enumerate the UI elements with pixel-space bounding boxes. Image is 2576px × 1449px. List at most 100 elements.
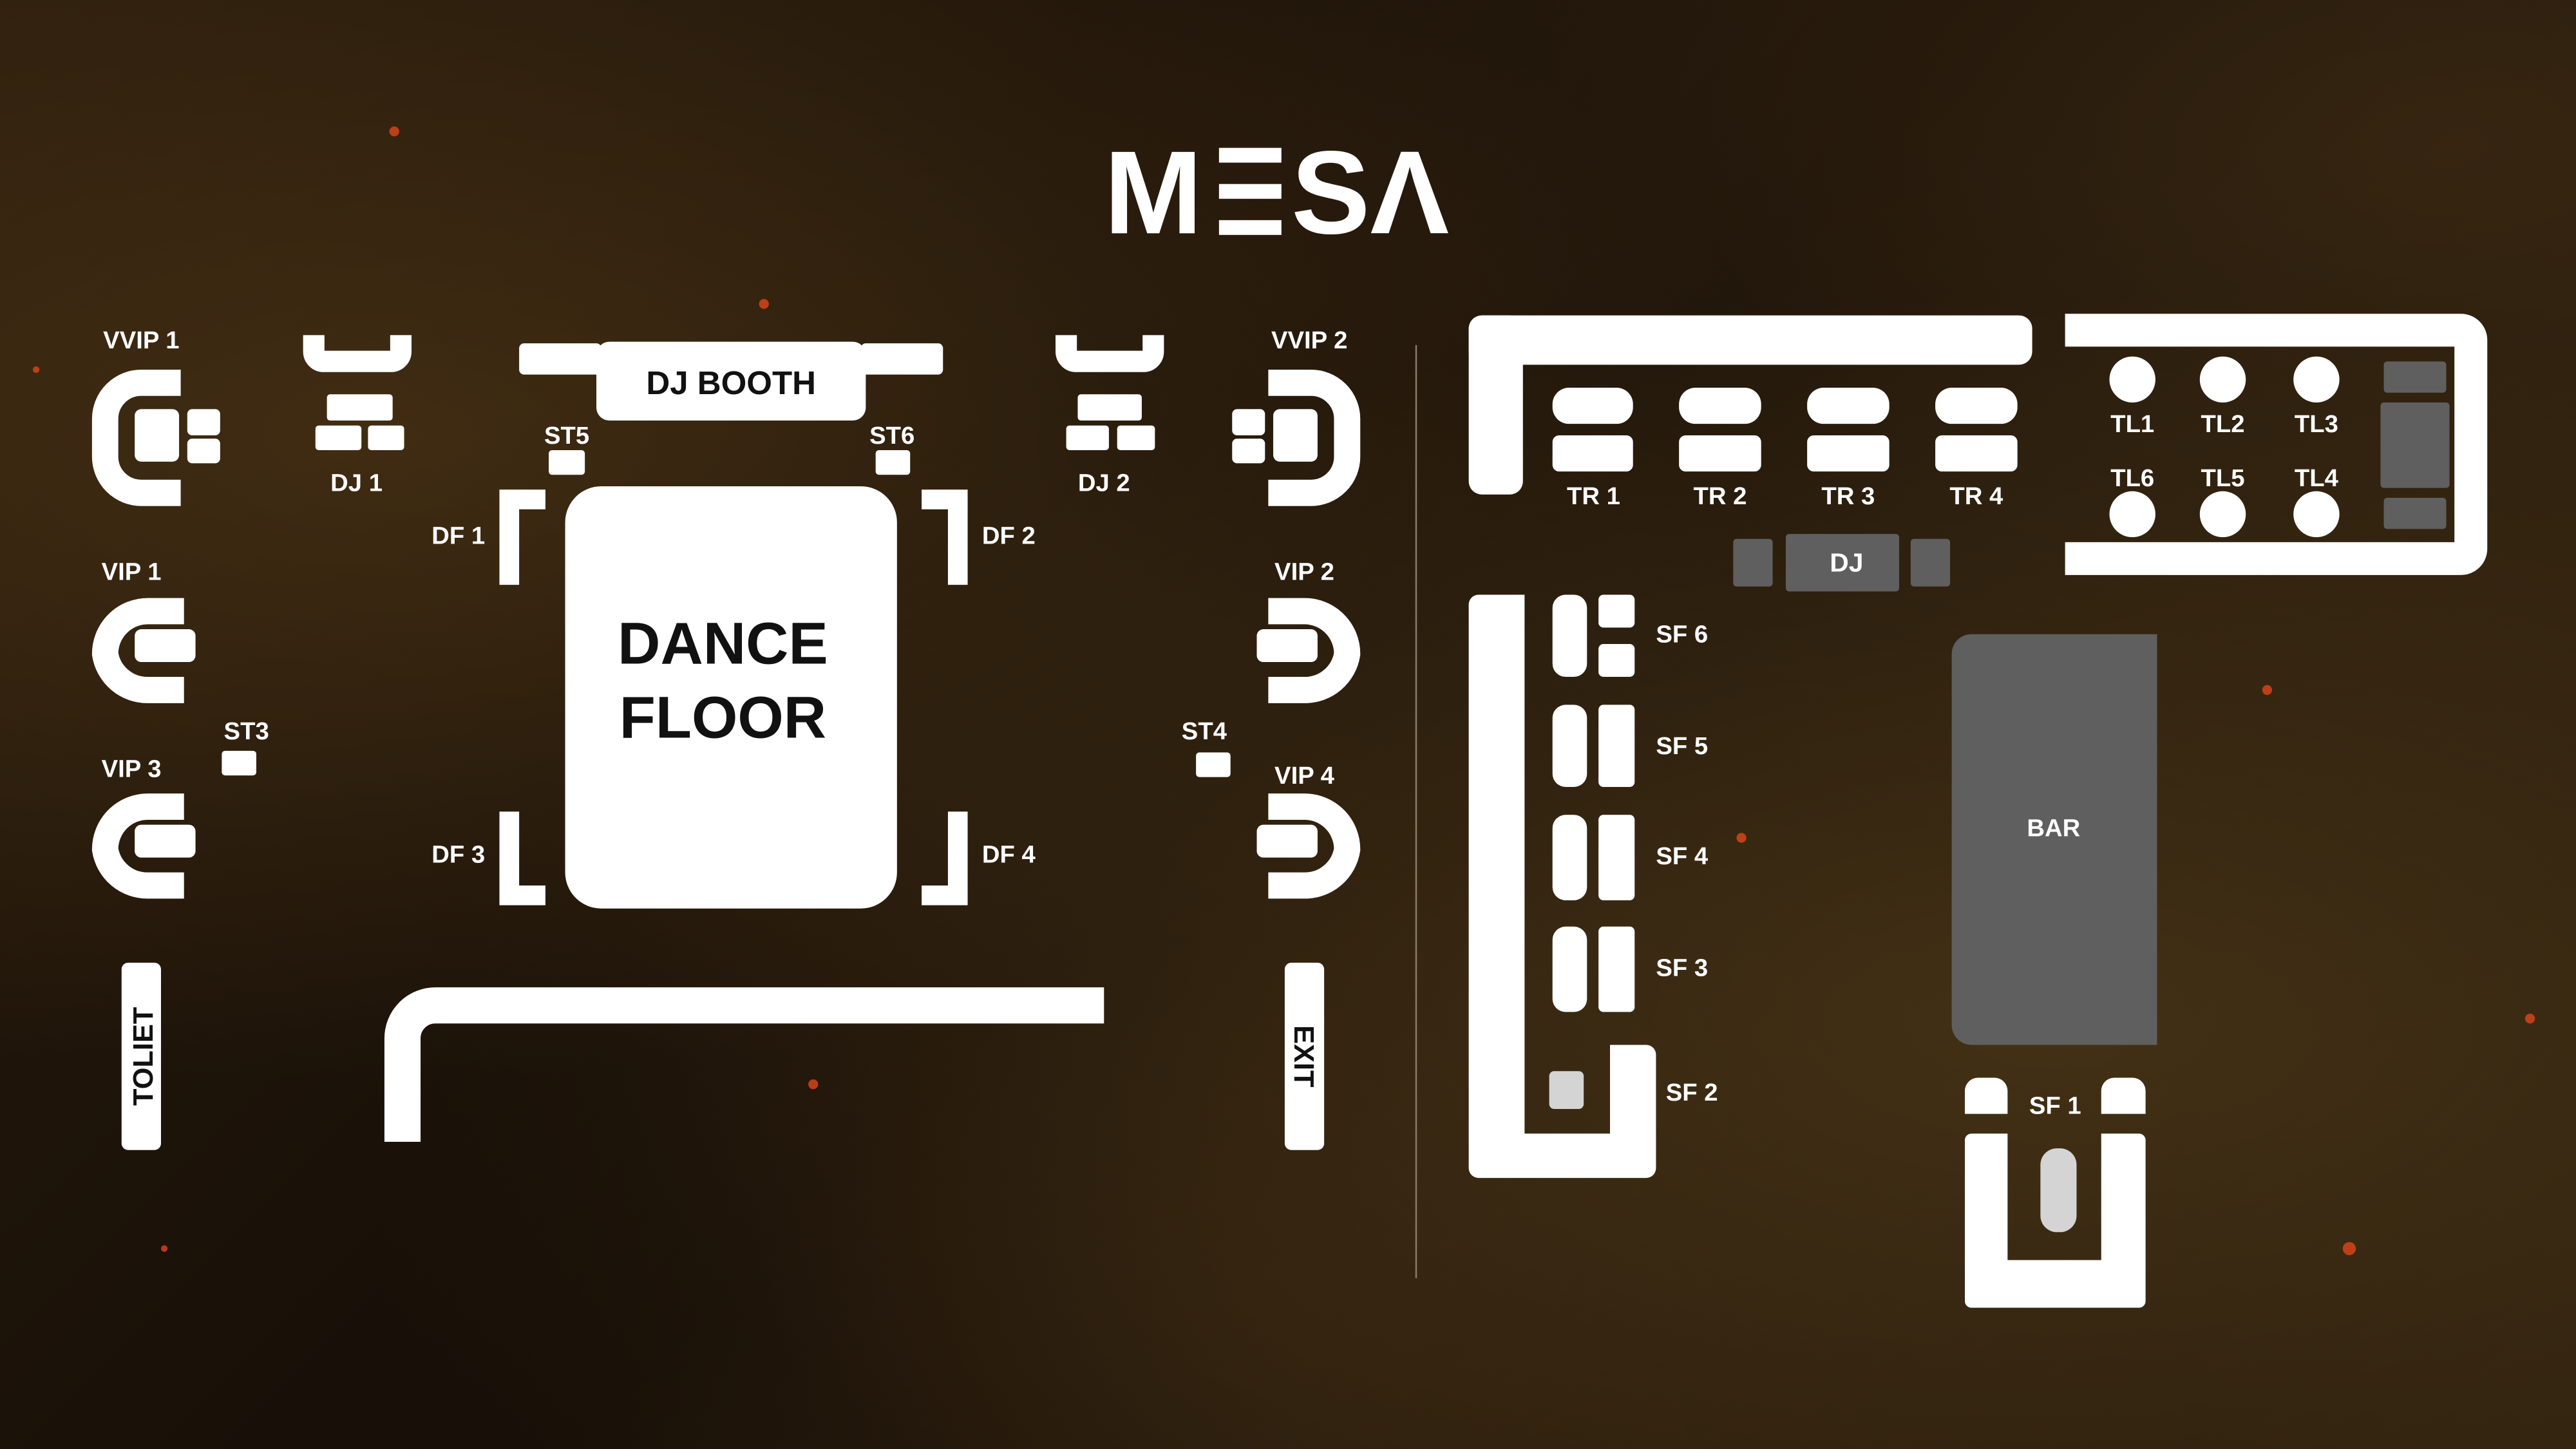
sf-6-block[interactable] <box>1598 644 1635 677</box>
sf-1-post <box>1965 1077 2008 1114</box>
df-1-bench[interactable] <box>499 489 545 585</box>
dance-floor[interactable]: DANCE FLOOR <box>565 486 897 909</box>
tr-2-label: TR 2 <box>1693 482 1747 510</box>
vvip-1-sofa[interactable] <box>91 369 181 506</box>
tr-tables[interactable]: TR 1 TR 2 TR 3 TR 4 <box>1552 388 2018 510</box>
sf-6-block[interactable] <box>1598 594 1635 628</box>
dj-1-block[interactable] <box>315 425 362 450</box>
vvip-2-section[interactable]: VVIP 2 <box>1232 327 1361 506</box>
dj-2-section[interactable]: DJ 2 <box>1056 335 1164 497</box>
sf-4-table[interactable]: SF 4 <box>1552 815 1709 900</box>
tl-5-table[interactable] <box>2199 491 2246 538</box>
bar[interactable]: BAR <box>1951 634 2157 1045</box>
tr-2-table[interactable]: TR 2 <box>1679 388 1761 510</box>
sf-4-block[interactable] <box>1598 815 1635 900</box>
st6-stool[interactable] <box>875 450 911 475</box>
sf-3-table[interactable]: SF 3 <box>1552 926 1708 1012</box>
exit-marker[interactable] <box>1284 962 1325 1150</box>
tr-4-top[interactable] <box>1935 388 2018 424</box>
vvip-1-seat[interactable] <box>187 439 220 464</box>
sf-5-block[interactable] <box>1598 705 1635 787</box>
tl-section[interactable]: TL1 TL2 TL3 TL6 TL5 TL4 <box>2065 314 2488 575</box>
sf-3-block[interactable] <box>1598 926 1635 1012</box>
tl-1-label: TL1 <box>2110 410 2154 438</box>
tl-3-label: TL3 <box>2295 410 2338 438</box>
dj-booth-label: DJ BOOTH <box>646 365 816 401</box>
sf-3-seat[interactable] <box>1552 926 1587 1012</box>
dance-floor-area[interactable] <box>565 486 897 909</box>
tl-2-table[interactable] <box>2199 356 2246 402</box>
vvip-2-sofa[interactable] <box>1268 369 1361 506</box>
vip-3-sofa[interactable] <box>91 793 184 899</box>
dj-2-block[interactable] <box>1117 425 1155 450</box>
dj-booth-box[interactable] <box>596 341 866 421</box>
dj-1-counter[interactable] <box>303 335 412 372</box>
sf-4-seat[interactable] <box>1552 815 1587 900</box>
exit-door[interactable]: EXIT <box>1284 962 1325 1150</box>
dj-1-block[interactable] <box>327 394 393 421</box>
dj-2-block[interactable] <box>1077 394 1142 421</box>
vip-3-section[interactable]: VIP 3 <box>91 755 196 899</box>
st5-stool[interactable] <box>549 450 585 475</box>
tr-3-table[interactable]: TR 3 <box>1807 388 1889 510</box>
tl-fixture <box>2383 497 2447 529</box>
dj-1-block[interactable] <box>368 425 404 450</box>
tr-2-top[interactable] <box>1679 388 1761 424</box>
st3-stool[interactable] <box>222 750 256 776</box>
sf-1-table[interactable]: SF 1 <box>1965 1077 2146 1308</box>
vvip-2-seat[interactable] <box>1232 439 1265 464</box>
df-2-bench[interactable] <box>922 489 968 585</box>
dj-2-block[interactable] <box>1066 425 1109 450</box>
vvip-2-seat[interactable] <box>1232 409 1265 436</box>
sf-6-seat[interactable] <box>1552 594 1587 677</box>
vvip-1-table[interactable] <box>135 409 180 462</box>
logo-bar <box>1218 184 1282 199</box>
sf-2-label: SF 2 <box>1666 1079 1718 1106</box>
dj-2-counter[interactable] <box>1056 335 1164 372</box>
vip-2-section[interactable]: VIP 2 <box>1256 558 1361 703</box>
sf-2-table[interactable]: SF 2 <box>1549 1071 1718 1109</box>
vip-3-table[interactable] <box>135 824 196 858</box>
tr-4-seat[interactable] <box>1935 435 2018 472</box>
sf-5-table[interactable]: SF 5 <box>1552 705 1708 787</box>
tr-1-seat[interactable] <box>1552 435 1633 472</box>
vip-2-table[interactable] <box>1256 629 1318 663</box>
vip-1-sofa[interactable] <box>91 598 184 703</box>
tr-3-seat[interactable] <box>1807 435 1889 472</box>
tl-1-table[interactable] <box>2109 356 2155 402</box>
tl-3-table[interactable] <box>2293 356 2340 402</box>
vvip-1-section[interactable]: VVIP 1 <box>91 327 220 506</box>
toilet-marker[interactable] <box>121 962 161 1150</box>
vip-2-sofa[interactable] <box>1268 598 1361 703</box>
bar-counter[interactable] <box>1951 634 2157 1045</box>
vip-1-table[interactable] <box>135 629 196 663</box>
tr-1-top[interactable] <box>1552 388 1633 424</box>
vvip-2-table[interactable] <box>1273 409 1318 462</box>
sf-2-seat[interactable] <box>1549 1071 1584 1109</box>
sf-1-sofa[interactable] <box>1965 1133 2146 1308</box>
df-4-bench[interactable] <box>922 811 968 905</box>
st4-stool[interactable] <box>1196 752 1231 777</box>
tr-2-seat[interactable] <box>1679 435 1761 472</box>
vip-1-section[interactable]: VIP 1 <box>91 558 196 703</box>
dj-1-section[interactable]: DJ 1 <box>303 335 412 497</box>
tr-4-table[interactable]: TR 4 <box>1935 388 2018 510</box>
tr-1-table[interactable]: TR 1 <box>1552 388 1633 510</box>
vip-4-table[interactable] <box>1256 824 1318 858</box>
tl-4-table[interactable] <box>2293 491 2340 538</box>
vvip-1-seat[interactable] <box>187 409 220 436</box>
dj-station-right[interactable]: DJ <box>1733 534 1951 592</box>
vip-4-section[interactable]: VIP 4 <box>1256 762 1361 899</box>
sf-1-table-top[interactable] <box>2040 1148 2077 1233</box>
tr-3-top[interactable] <box>1807 388 1889 424</box>
dj-booth[interactable]: DJ BOOTH <box>519 341 943 421</box>
df-3-bench[interactable] <box>499 811 545 905</box>
vip-4-sofa[interactable] <box>1268 793 1361 899</box>
tl-6-table[interactable] <box>2109 491 2155 538</box>
dj-console[interactable] <box>1785 534 1899 592</box>
sf-6-table[interactable]: SF 6 <box>1552 594 1708 677</box>
dj-booth-wing-left <box>519 343 601 375</box>
logo-letter-m: M <box>1104 126 1202 258</box>
toilet-door[interactable]: TOLIET <box>121 962 161 1150</box>
sf-5-seat[interactable] <box>1552 705 1587 787</box>
